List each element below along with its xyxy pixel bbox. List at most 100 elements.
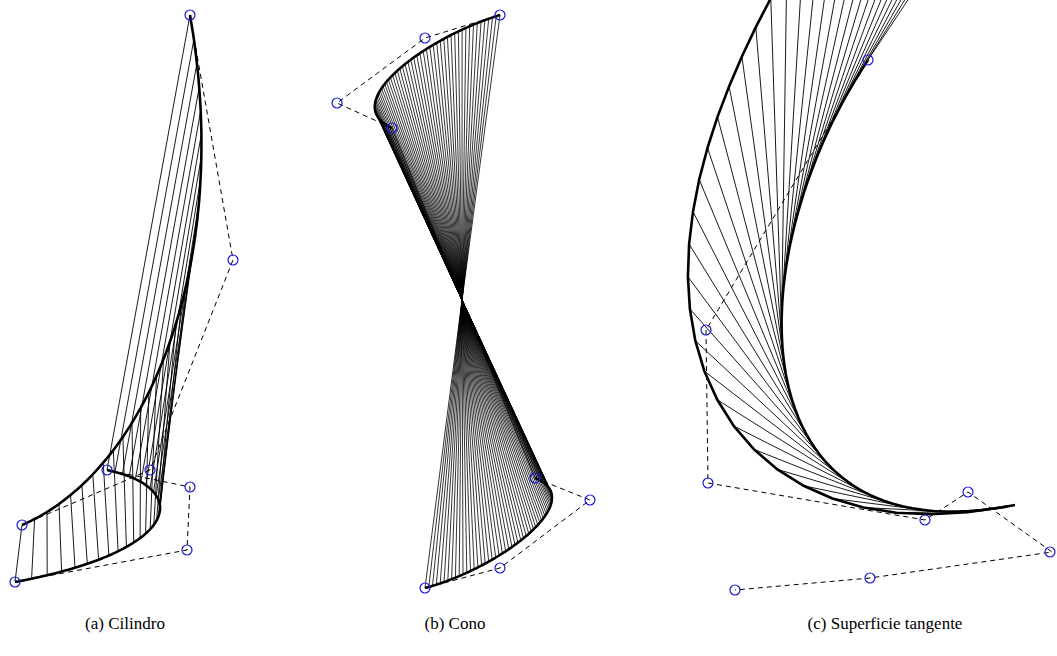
ruling-line xyxy=(444,300,462,582)
ruling-line xyxy=(433,45,462,300)
ruling-line xyxy=(462,19,489,300)
ruling-line xyxy=(462,300,536,527)
ruling-line xyxy=(693,212,804,430)
control-point xyxy=(920,515,930,525)
control-point xyxy=(1045,547,1055,557)
boundary-curve xyxy=(688,0,1057,514)
ruling-line xyxy=(47,512,48,575)
control-point xyxy=(185,10,195,20)
subfigure-caption: (c) Superficie tangente xyxy=(806,614,965,634)
control-point xyxy=(182,545,192,555)
ruling-line xyxy=(462,300,496,558)
subfigure-caption: (a) Cilindro xyxy=(83,614,167,634)
ruling-line xyxy=(832,0,1051,123)
ruling-line xyxy=(129,87,199,476)
ruling-line xyxy=(414,58,462,301)
ruling-line xyxy=(425,300,462,588)
ruling-line xyxy=(448,300,462,581)
ruling-line xyxy=(818,0,998,155)
control-point xyxy=(963,487,973,497)
ruling-line xyxy=(462,300,463,574)
ruling-line xyxy=(150,179,201,488)
ruling-line xyxy=(800,0,924,205)
ruling-line xyxy=(395,73,462,300)
ruling-line xyxy=(868,0,1057,60)
ruling-line xyxy=(718,117,790,392)
control-polygon xyxy=(425,478,590,588)
ruling-line xyxy=(122,64,196,475)
control-polygon xyxy=(337,15,500,128)
control-point xyxy=(730,585,740,595)
control-point xyxy=(228,255,238,265)
ruling-line xyxy=(400,69,462,301)
ruling-line xyxy=(429,300,462,587)
control-point xyxy=(145,465,155,475)
ruling-line xyxy=(704,371,844,479)
control-polygon xyxy=(15,470,190,582)
ruling-line xyxy=(462,17,493,300)
ruling-line xyxy=(796,0,902,222)
ruling-line xyxy=(858,0,1057,75)
control-point xyxy=(865,573,875,583)
ruling-line xyxy=(695,341,834,471)
ruling-line xyxy=(15,525,22,582)
ruling-line xyxy=(788,0,860,255)
control-point xyxy=(332,98,342,108)
ruling-line xyxy=(792,0,881,238)
ruling-line xyxy=(462,300,515,545)
ruling-line xyxy=(805,0,947,188)
ruling-line xyxy=(840,0,1057,107)
ruling-line xyxy=(107,15,190,470)
ruling-line xyxy=(462,16,496,300)
ruling-line xyxy=(141,134,202,482)
control-point xyxy=(585,495,595,505)
ruling-line xyxy=(59,504,62,572)
control-point xyxy=(17,520,27,530)
subfigure-caption: (b) Cono xyxy=(423,614,488,634)
ruling-line xyxy=(402,66,462,300)
ruling-line xyxy=(93,474,99,559)
ruling-line xyxy=(729,86,787,378)
ruling-line xyxy=(462,300,518,543)
boundary-curve xyxy=(15,470,160,582)
control-point xyxy=(495,10,505,20)
control-point xyxy=(495,563,505,573)
control-point xyxy=(185,482,195,492)
ruling-line xyxy=(113,450,118,551)
ruling-line xyxy=(430,47,462,300)
ruling-line xyxy=(708,148,794,405)
ruling-line xyxy=(132,423,134,543)
ruling-line xyxy=(462,22,481,300)
control-point xyxy=(530,473,540,483)
ruling-line xyxy=(103,463,109,556)
control-point xyxy=(420,583,430,593)
control-point xyxy=(10,577,20,587)
ruling-line xyxy=(455,33,462,300)
ruling-line xyxy=(462,300,534,529)
boundary-curve xyxy=(425,478,552,588)
ruling-line xyxy=(135,111,200,479)
boundary-curve xyxy=(22,15,201,525)
control-point xyxy=(703,478,713,488)
ruling-line xyxy=(436,300,462,585)
ruling-line xyxy=(115,39,194,472)
ruling-line xyxy=(458,31,462,300)
ruling-line xyxy=(154,201,200,492)
ruling-line xyxy=(447,37,462,300)
control-polygon xyxy=(22,15,233,525)
control-point xyxy=(863,55,873,65)
ruling-line xyxy=(462,20,485,300)
ruling-line xyxy=(32,519,35,579)
control-point xyxy=(420,33,430,43)
ruling-line xyxy=(82,485,87,564)
ruling-line xyxy=(771,0,782,334)
control-point xyxy=(701,325,711,335)
ruling-line xyxy=(140,408,142,538)
ruling-line xyxy=(462,300,485,564)
ruling-line xyxy=(462,300,482,566)
ruling-line xyxy=(462,15,500,300)
ruling-line xyxy=(420,53,462,300)
boundary-curve xyxy=(375,15,500,128)
ruling-line xyxy=(433,300,463,586)
